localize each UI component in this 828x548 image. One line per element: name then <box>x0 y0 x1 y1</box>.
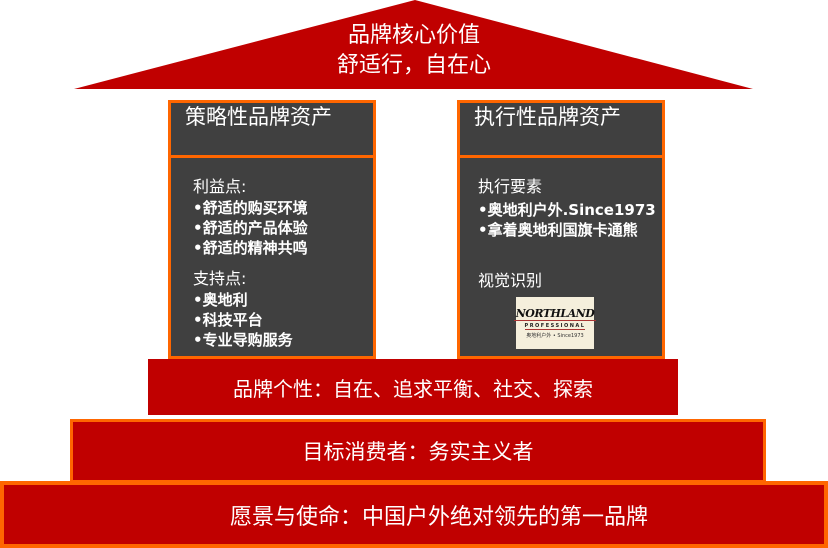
support-item: •奥地利 <box>193 291 248 309</box>
target-consumer-text: 目标消费者：务实主义者 <box>302 440 534 464</box>
pillar-execution-title: 执行性品牌资产 <box>474 105 621 129</box>
pillar-strategic-header: 策略性品牌资产 <box>168 100 376 158</box>
support-item: •专业导购服务 <box>193 331 293 349</box>
logo-brand-text: NORTHLAND <box>513 306 597 321</box>
logo-sub-text: PROFESSIONAL <box>524 322 586 330</box>
target-consumer-bar: 目标消费者：务实主义者 <box>70 419 766 483</box>
execution-heading: 执行要素 <box>478 177 543 196</box>
pillar-strategic-title: 策略性品牌资产 <box>185 105 332 129</box>
visual-identity-heading: 视觉识别 <box>478 271 543 290</box>
roof-core-value: 品牌核心价值 舒适行，自在心 <box>0 0 828 90</box>
northland-logo: NORTHLAND PROFESSIONAL 奥地利户外 • Since1973 <box>513 297 597 349</box>
brand-personality-text: 品牌个性：自在、追求平衡、社交、探索 <box>233 376 593 401</box>
logo-since-text: 奥地利户外 • Since1973 <box>526 332 584 339</box>
roof-subtitle: 舒适行，自在心 <box>336 53 491 78</box>
pillar-execution-header: 执行性品牌资产 <box>457 100 665 158</box>
pillar-strategic-body: 利益点: •舒适的购买环境 •舒适的产品体验 •舒适的精神共鸣 支持点: •奥地… <box>168 155 376 359</box>
pillar-execution-body: 执行要素 •奥地利户外.Since1973 •拿着奥地利国旗卡通熊 视觉识别 <box>457 155 665 359</box>
vision-mission-text: 愿景与使命：中国户外绝对领先的第一品牌 <box>230 504 649 530</box>
roof-triangle-shape <box>74 0 753 89</box>
benefit-item: •舒适的精神共鸣 <box>193 239 308 257</box>
execution-item: •奥地利户外.Since1973 <box>478 201 656 219</box>
benefit-heading: 利益点: <box>193 177 247 196</box>
support-heading: 支持点: <box>193 269 247 288</box>
execution-item: •拿着奥地利国旗卡通熊 <box>478 221 638 239</box>
benefit-item: •舒适的购买环境 <box>193 199 308 217</box>
brand-personality-bar: 品牌个性：自在、追求平衡、社交、探索 <box>148 359 678 415</box>
vision-mission-bar: 愿景与使命：中国户外绝对领先的第一品牌 <box>0 481 828 548</box>
benefit-item: •舒适的产品体验 <box>193 219 308 237</box>
support-item: •科技平台 <box>193 311 263 329</box>
roof-title: 品牌核心价值 <box>347 23 480 48</box>
